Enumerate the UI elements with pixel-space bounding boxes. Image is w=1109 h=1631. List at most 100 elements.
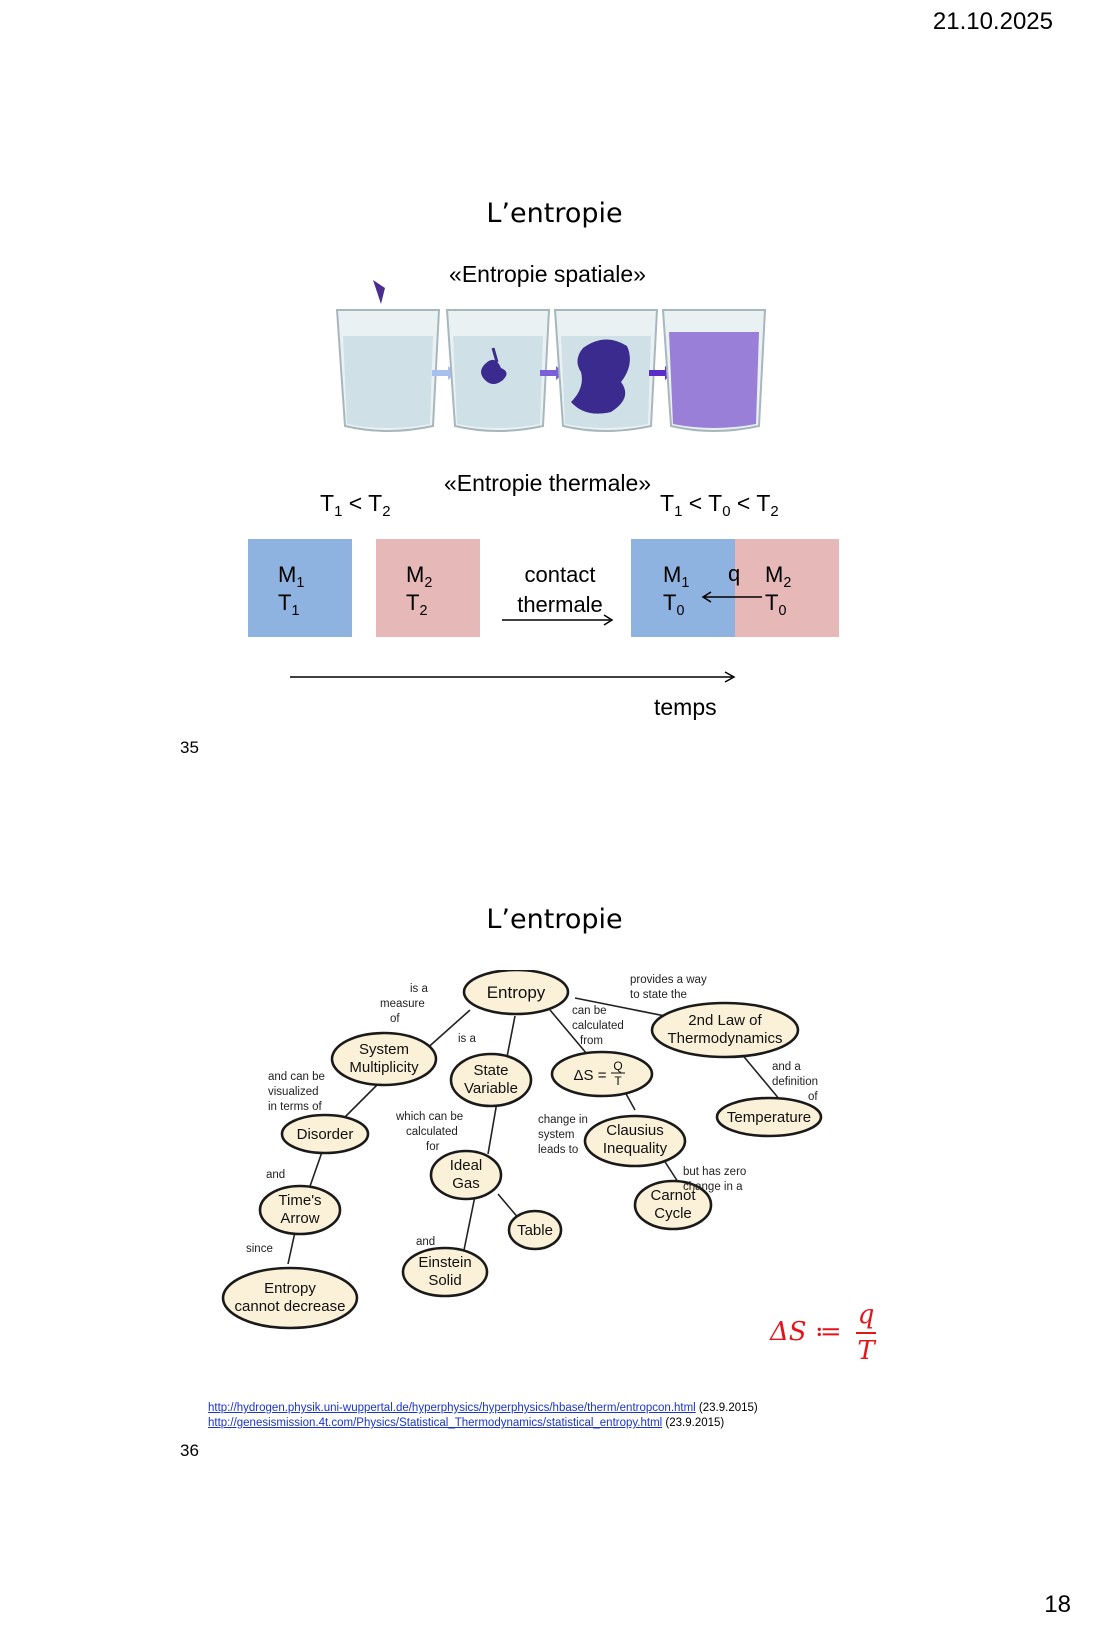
node-label: cannot decrease [235, 1298, 346, 1315]
arrow-right-icon [432, 366, 456, 380]
link-label: system [538, 1129, 574, 1141]
dye-drop-icon [373, 280, 385, 304]
link-label: visualized [268, 1086, 319, 1098]
time-label: temps [654, 694, 717, 720]
node-delta-s [550, 1050, 654, 1098]
body-m2-box: M2 T2 [376, 539, 480, 637]
node-label: Gas [452, 1175, 480, 1192]
box-temp-label: T0 [765, 590, 787, 619]
link-label: to state the [630, 989, 687, 1001]
formula-lhs: ΔS ≔ [770, 1317, 842, 1347]
condition-text: T [320, 490, 335, 516]
node-label: Table [517, 1222, 553, 1239]
reference-date: (23.9.2015) [695, 1402, 758, 1414]
condition-text: T [368, 490, 383, 516]
node-label: Multiplicity [349, 1059, 419, 1076]
link-label: definition [772, 1076, 818, 1088]
reference-item: http://hydrogen.physik.uni-wuppertal.de/… [208, 1401, 758, 1416]
node-clausius [583, 1114, 687, 1168]
node-label: 2nd Law of [688, 1012, 762, 1029]
link-label: but has zero [683, 1166, 746, 1178]
node-table [507, 1209, 563, 1251]
link-label: calculated [572, 1020, 624, 1032]
condition-left: T1 < T2 [320, 490, 391, 521]
link-label: since [246, 1243, 273, 1255]
node-label: Ideal [450, 1157, 483, 1174]
link-label: for [426, 1141, 440, 1153]
concept-map-link-labels: is a measure of is a can be calculated f… [246, 974, 818, 1255]
link-label: and can be [268, 1071, 325, 1083]
node-label: Q [613, 1059, 622, 1073]
contact-arrow-icon [502, 614, 614, 626]
body-m1-box: M1 T1 [248, 539, 352, 637]
subscript: 1 [334, 503, 343, 521]
node-label: Variable [464, 1080, 518, 1097]
link-label: of [390, 1013, 400, 1025]
node-label: Carnot [650, 1187, 696, 1204]
box-temp-label: T1 [278, 590, 300, 619]
slide-title: L’entropie [486, 198, 623, 229]
node-label: Einstein [418, 1254, 471, 1271]
box-mass-label: M2 [765, 562, 792, 591]
node-label: System [359, 1041, 409, 1058]
link-label: and [416, 1236, 435, 1248]
box-mass-label: M1 [278, 562, 305, 591]
heat-label: q [728, 561, 741, 586]
link-label: is a [410, 983, 429, 995]
node-label: T [614, 1074, 622, 1088]
node-label: Entropy [264, 1280, 316, 1297]
heat-flow-arrow-icon [701, 591, 762, 603]
formula-denominator: T [857, 1336, 875, 1366]
reference-link[interactable]: http://genesismission.4t.com/Physics/Sta… [208, 1417, 663, 1429]
link-label: of [808, 1091, 818, 1103]
node-temperature [715, 1096, 823, 1138]
link-label: provides a way [630, 974, 707, 986]
link-label: and a [772, 1061, 801, 1073]
link-label: calculated [406, 1126, 458, 1138]
condition-text: < [682, 490, 709, 516]
node-label: Arrow [280, 1210, 319, 1227]
condition-text: < [342, 490, 369, 516]
contact-label-line: thermale [517, 592, 603, 617]
slide-title: L’entropie [486, 904, 623, 935]
link-label: measure [380, 998, 425, 1010]
link-label: leads to [538, 1144, 578, 1156]
node-entropy [462, 970, 570, 1016]
beaker-dye-spreading [553, 309, 659, 432]
link-label: which can be [395, 1111, 463, 1123]
subscript: 0 [722, 503, 731, 521]
references: http://hydrogen.physik.uni-wuppertal.de/… [208, 1401, 758, 1431]
box-temp-label: T0 [663, 590, 685, 619]
spatial-entropy-label: «Entropie spatiale» [449, 261, 646, 287]
slide-number: 36 [180, 1441, 199, 1460]
arrow-right-icon [540, 366, 564, 380]
link-label: and [266, 1169, 285, 1181]
box-mass-label: M2 [406, 562, 433, 591]
link-label: in terms of [268, 1101, 322, 1113]
time-arrow-icon [290, 671, 736, 683]
reference-link[interactable]: http://hydrogen.physik.uni-wuppertal.de/… [208, 1402, 696, 1414]
page-number: 18 [1044, 1591, 1071, 1618]
node-einstein [401, 1246, 489, 1298]
node-label: Disorder [297, 1126, 354, 1143]
condition-text: T [660, 490, 675, 516]
subscript: 2 [770, 503, 779, 521]
node-label: Clausius [606, 1122, 664, 1139]
link-label: can be [572, 1005, 607, 1017]
condition-text: < [730, 490, 757, 516]
condition-right: T1 < T0 < T2 [660, 490, 779, 521]
slide-number: 35 [180, 738, 199, 757]
node-second-law [650, 1001, 800, 1059]
node-label: Cycle [654, 1205, 692, 1222]
condition-text: T [708, 490, 723, 516]
node-label: Time's [278, 1192, 321, 1209]
node-label: Temperature [727, 1109, 811, 1126]
node-system-multiplicity [330, 1031, 438, 1087]
link-label: change in [538, 1114, 588, 1126]
link-label: is a [458, 1033, 477, 1045]
node-label: Inequality [603, 1140, 668, 1157]
beaker-clear-water [335, 309, 441, 432]
beakers-diffusion-illustration [335, 280, 767, 432]
node-disorder [280, 1113, 370, 1155]
concept-map-nodes [221, 970, 823, 1330]
